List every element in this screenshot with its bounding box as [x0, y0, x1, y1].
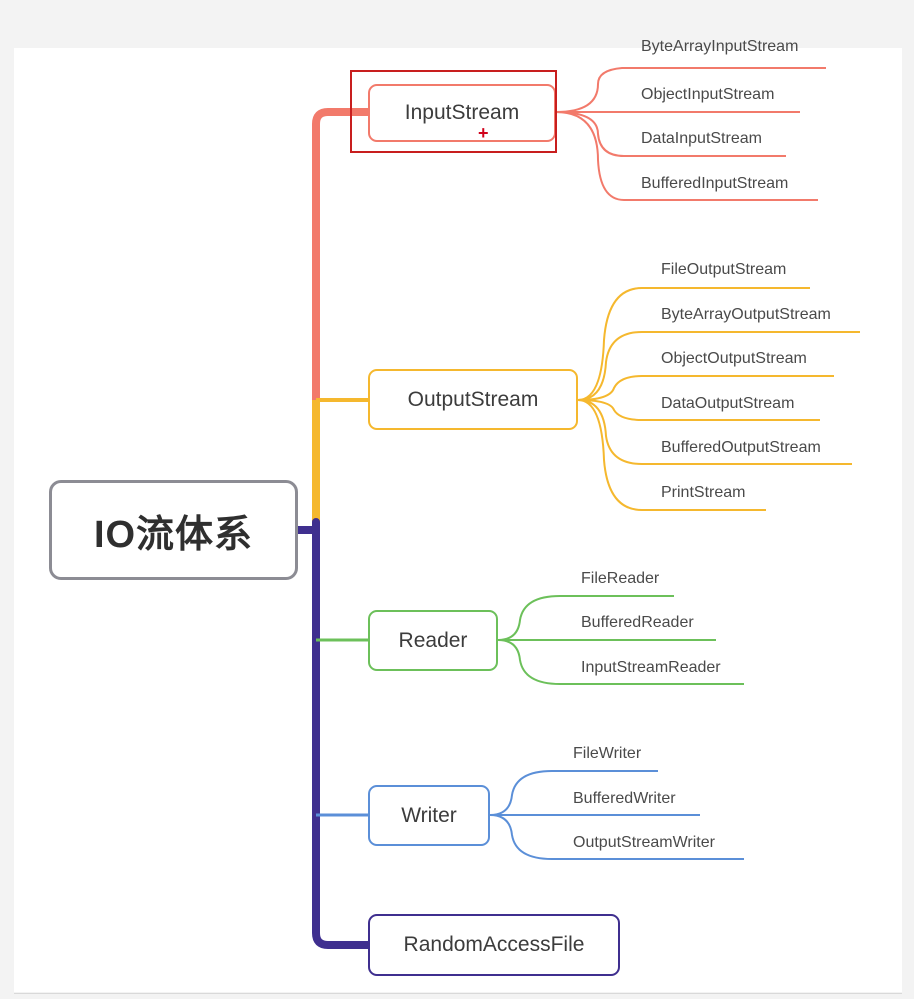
cursor-crosshair-icon: + — [478, 123, 489, 143]
leaf-bufferedinputstream[interactable]: BufferedInputStream — [641, 175, 789, 192]
leaf-bytearrayinputstream[interactable]: ByteArrayInputStream — [641, 38, 799, 55]
root-node[interactable]: IO流体系 — [49, 480, 298, 580]
leaf-filereader[interactable]: FileReader — [581, 570, 660, 587]
trunk-bottom — [312, 518, 372, 949]
leaf-inputstreamreader[interactable]: InputStreamReader — [581, 659, 721, 676]
leaf-outputstreamwriter[interactable]: OutputStreamWriter — [573, 834, 715, 851]
leaf-printstream[interactable]: PrintStream — [661, 484, 746, 501]
leaf-fileoutputstream[interactable]: FileOutputStream — [661, 261, 787, 278]
writer-leaf-lines — [489, 770, 744, 860]
node-writer[interactable]: Writer — [368, 785, 490, 846]
node-randomaccessfile-label: RandomAccessFile — [403, 933, 585, 956]
node-inputstream-label: InputStream — [404, 101, 520, 124]
leaf-dataoutputstream[interactable]: DataOutputStream — [661, 395, 795, 412]
node-writer-label: Writer — [401, 803, 457, 827]
leaf-bufferedwriter[interactable]: BufferedWriter — [573, 790, 676, 807]
node-outputstream[interactable]: OutputStream — [368, 369, 578, 430]
bottom-divider — [14, 993, 902, 994]
leaf-datainputstream[interactable]: DataInputStream — [641, 130, 762, 147]
leaf-bufferedoutputstream[interactable]: BufferedOutputStream — [661, 439, 821, 456]
leaf-objectinputstream[interactable]: ObjectInputStream — [641, 86, 775, 103]
trunk-input — [312, 108, 372, 404]
node-reader[interactable]: Reader — [368, 610, 498, 671]
node-randomaccessfile[interactable]: RandomAccessFile — [368, 914, 620, 976]
reader-leaf-lines — [497, 595, 744, 685]
output-leaf-lines — [577, 287, 860, 511]
node-outputstream-label: OutputStream — [407, 387, 539, 411]
leaf-bytearrayoutputstream[interactable]: ByteArrayOutputStream — [661, 306, 831, 323]
node-reader-label: Reader — [398, 628, 468, 652]
node-inputstream[interactable]: InputStream — [368, 84, 556, 142]
selection-highlight — [350, 70, 557, 153]
input-leaf-lines — [555, 67, 826, 201]
root-label: IO流体系 — [93, 513, 254, 556]
leaf-filewriter[interactable]: FileWriter — [573, 745, 642, 762]
leaf-objectoutputstream[interactable]: ObjectOutputStream — [661, 350, 807, 367]
leaf-bufferedreader[interactable]: BufferedReader — [581, 614, 694, 631]
